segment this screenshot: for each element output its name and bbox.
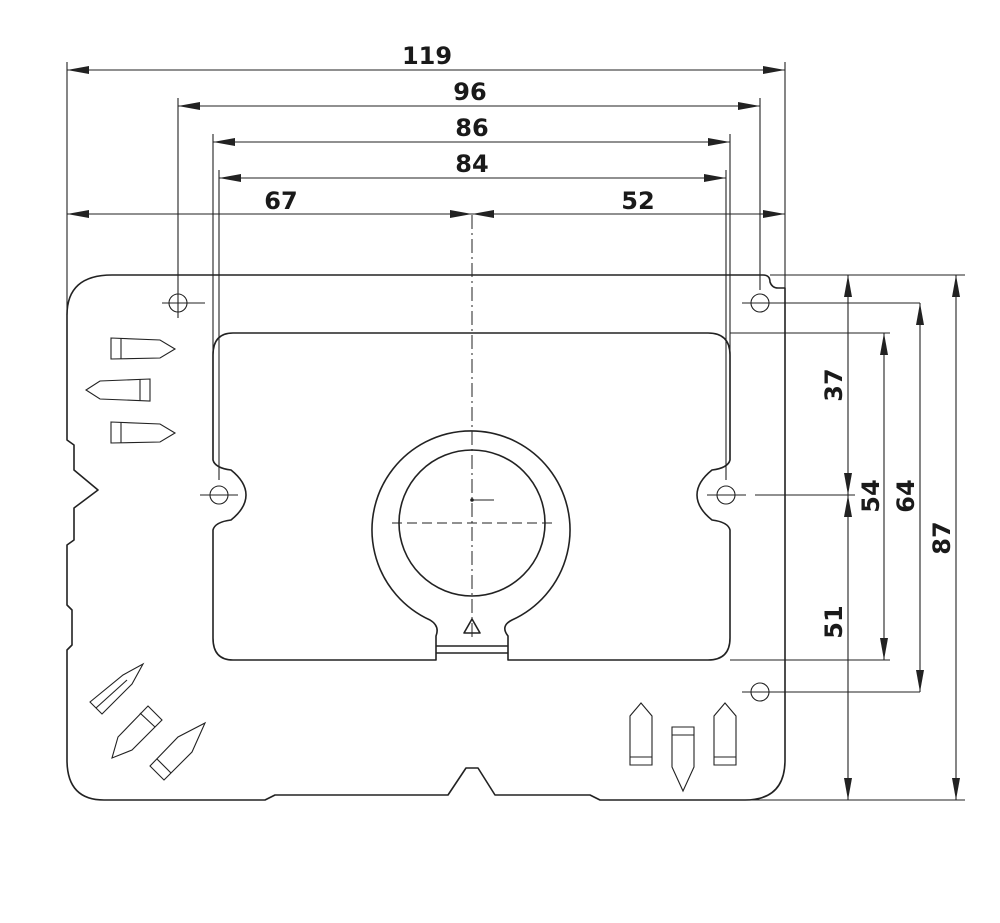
inner-cutout-outline xyxy=(212,332,731,661)
dim-label-cutout-height: 54 xyxy=(857,479,885,512)
dim-label-cutout-outer: 86 xyxy=(455,114,488,142)
dim-label-hole-vertical: 64 xyxy=(892,479,920,512)
mounting-hole-mid-left xyxy=(200,485,238,505)
dim-label-cutout-inner: 84 xyxy=(455,150,488,178)
locator-peg-left-group xyxy=(84,337,177,444)
dim-line-hole-vertical xyxy=(916,303,924,692)
locator-peg-bottom-right-group xyxy=(629,702,737,793)
mounting-hole-top-left xyxy=(162,293,205,313)
dim-label-center-bottom: 51 xyxy=(820,605,848,638)
dim-label-left-center: 67 xyxy=(264,187,297,215)
dim-line-center-bottom xyxy=(844,495,852,800)
dim-line-cutout-height xyxy=(880,333,888,660)
dim-label-hole-spacing: 96 xyxy=(453,78,486,106)
dim-line-top-center xyxy=(844,275,852,495)
dim-line-overall-height xyxy=(952,275,960,800)
dim-line-overall-width xyxy=(67,66,785,74)
dim-line-center-right xyxy=(472,210,785,218)
dim-label-center-right: 52 xyxy=(621,187,654,215)
dim-line-hole-spacing xyxy=(178,102,760,110)
plate-outline xyxy=(66,274,786,801)
dim-line-cutout-inner xyxy=(219,174,726,182)
locator-peg-bottom-left-group xyxy=(89,662,207,781)
mounting-hole-bottom-right xyxy=(742,682,920,702)
extension-lines xyxy=(66,62,965,801)
dim-line-left-center xyxy=(67,210,472,218)
mounting-hole-top-right xyxy=(742,293,920,313)
dim-line-cutout-outer xyxy=(213,138,730,146)
dim-label-top-center: 37 xyxy=(820,368,848,401)
mounting-hole-mid-right xyxy=(707,485,746,505)
dim-label-overall-width: 119 xyxy=(402,42,452,70)
dim-label-overall-height: 87 xyxy=(928,521,956,554)
